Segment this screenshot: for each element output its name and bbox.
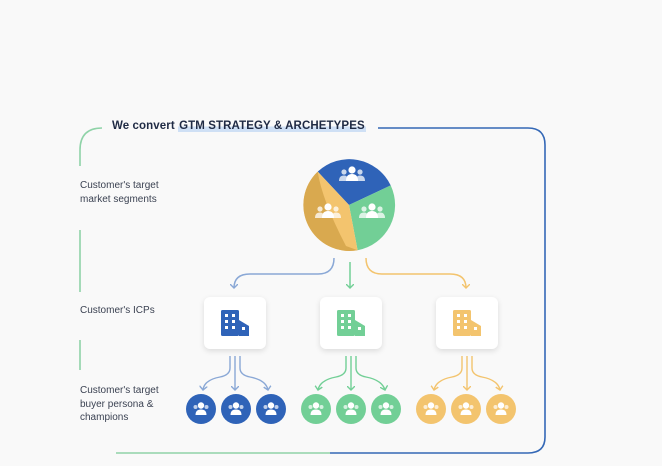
arrow-yellow-icp [365,257,466,288]
person-icon [263,402,279,415]
level-label-personas: Customer's target buyer persona & champi… [80,385,159,423]
building-icon [453,310,481,336]
building-icon [221,310,249,336]
person-icon [193,402,209,415]
yellow-segment-shade [303,171,358,251]
level-label-icps: Customer's ICPs [80,305,155,316]
persona-circle [336,394,366,424]
persona-circle [416,394,446,424]
person-icon [423,402,439,415]
title-highlight: GTM STRATEGY & ARCHETYPES [178,120,366,132]
group-icon [359,203,385,218]
icp-card-green [320,297,382,349]
persona-circle [371,394,401,424]
persona-circle [221,394,251,424]
persona-circle [301,394,331,424]
icp-card-blue [204,297,266,349]
person-icon [458,402,474,415]
frame-left-top [79,127,103,166]
segments-pie [303,159,396,251]
icp-card-yellow [436,297,498,349]
persona-circle [186,394,216,424]
persona-circle [451,394,481,424]
group-icon [339,166,365,181]
arrow-blue-icp [234,257,335,288]
title-prefix: We convert [112,120,179,132]
group-icon [315,203,341,218]
person-icon [343,402,359,415]
person-icon [493,402,509,415]
blue-segment [317,159,391,205]
level-label-segments: Customer's target market segments [80,180,159,205]
persona-circle [256,394,286,424]
frame-top-right [330,127,546,454]
building-icon [337,310,365,336]
persona-circle [486,394,516,424]
person-icon [228,402,244,415]
person-icon [378,402,394,415]
persona-arrows-blue [203,356,268,390]
persona-arrows-yellow [434,356,500,390]
persona-arrows-green [318,356,385,390]
person-icon [308,402,324,415]
page-title: We convert GTM STRATEGY & ARCHETYPES [112,120,366,132]
